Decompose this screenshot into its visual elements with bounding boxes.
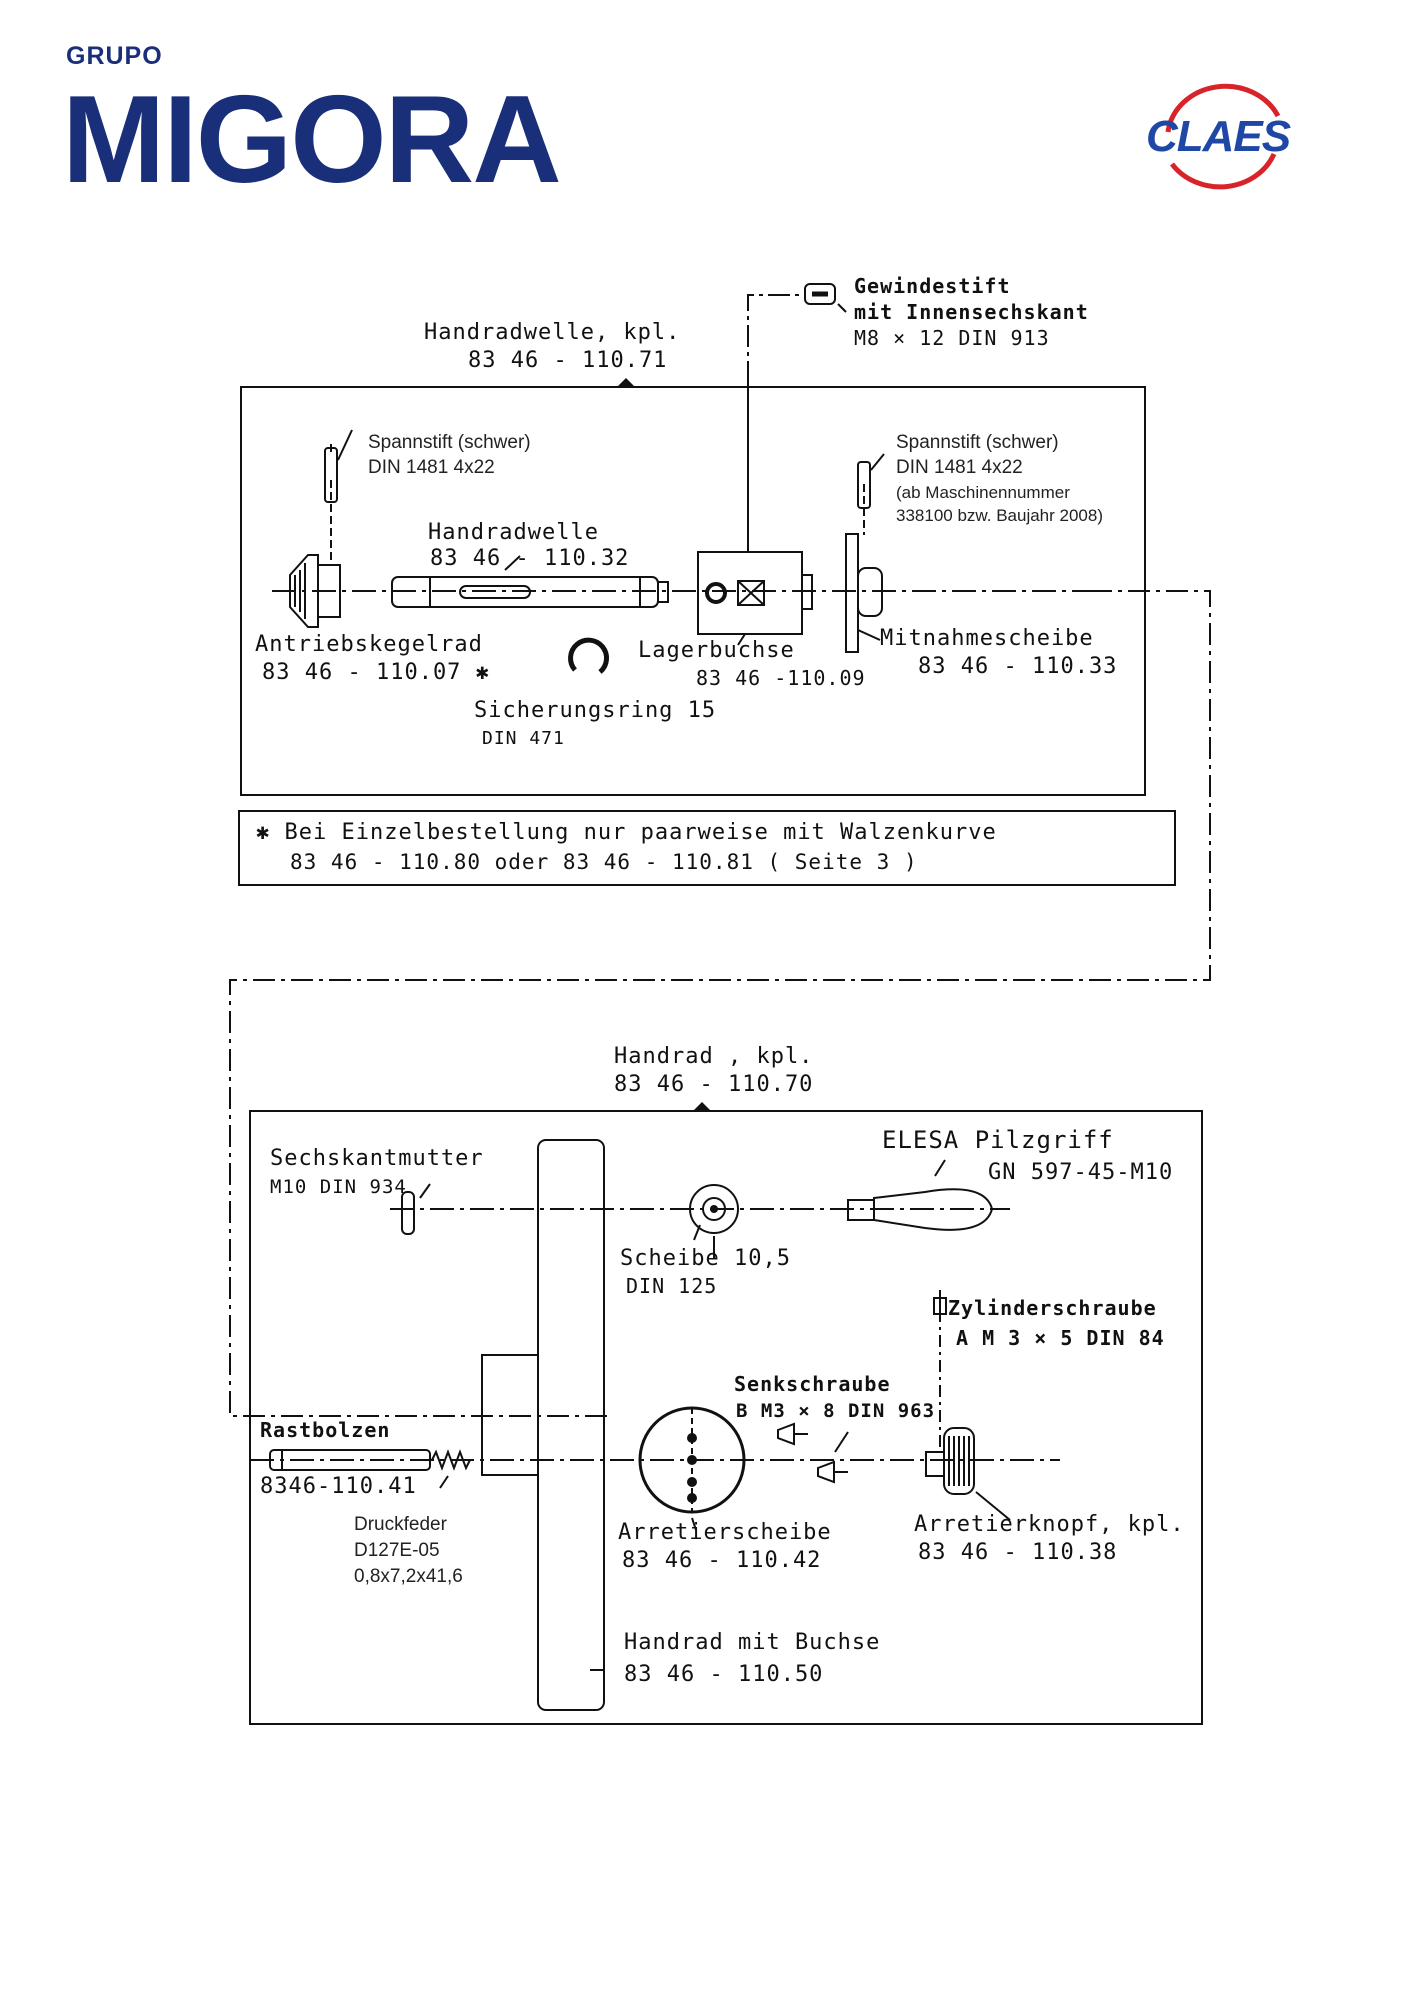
label-mitnahmescheibe: Mitnahmescheibe [880,626,1094,651]
label-arretierscheibe: Arretierscheibe [618,1520,832,1545]
label-lagerbuchse: Lagerbuchse [638,638,795,663]
label-pilzgriff-spec: GN 597-45-M10 [988,1160,1174,1185]
label-sicherungsring: Sicherungsring 15 [474,698,717,723]
brand-logo-migora: MIGORA [62,71,562,209]
label-rastbolzen: Rastbolzen [260,1418,391,1442]
label-zylinderschraube: Zylinderschraube [948,1296,1157,1320]
label-gewindestift-line2: mit Innensechskant [854,300,1089,324]
label-handrad-buchse: Handrad mit Buchse [624,1630,881,1655]
order-note-box [238,810,1176,886]
label-spannstift-right: Spannstift (schwer) [896,432,1059,453]
label-arretierscheibe-number: 83 46 - 110.42 [622,1548,822,1573]
label-spannstift-right-note1: (ab Maschinennummer [896,483,1070,502]
assembly-number-handradwelle: 83 46 - 110.71 [468,348,668,373]
label-sechskantmutter: Sechskantmutter [270,1146,484,1171]
label-lagerbuchse-number: 83 46 -110.09 [696,666,866,690]
brand-group-label: GRUPO [66,42,163,70]
claes-logo-ring-icon [1165,83,1281,190]
label-gewindestift-spec: M8 × 12 DIN 913 [854,326,1050,350]
label-mitnahmescheibe-number: 83 46 - 110.33 [918,654,1118,679]
assembly-number-handrad: 83 46 - 110.70 [614,1072,814,1097]
label-senkschraube: Senkschraube [734,1372,891,1396]
label-handrad-buchse-number: 83 46 - 110.50 [624,1662,824,1687]
order-note-numbers: 83 46 - 110.80 oder 83 46 - 110.81 ( Sei… [290,850,918,874]
label-antriebskegelrad: Antriebskegelrad [255,632,483,657]
label-spannstift-left: Spannstift (schwer) [368,432,531,453]
assembly-frame-handradwelle [240,386,1146,796]
label-sechskantmutter-spec: M10 DIN 934 [270,1176,407,1198]
label-sicherungsring-din: DIN 471 [482,728,565,749]
assembly-title-handrad: Handrad , kpl. [614,1044,814,1069]
label-pilzgriff: ELESA Pilzgriff [882,1126,1114,1154]
label-antriebskegelrad-number: 83 46 - 110.07 ✱ [262,660,490,685]
label-druckfeder-size: 0,8x7,2x41,6 [354,1566,463,1587]
assembly-title-handradwelle: Handradwelle, kpl. [424,320,681,345]
label-arretierknopf-number: 83 46 - 110.38 [918,1540,1118,1565]
label-arretierknopf: Arretierknopf, kpl. [914,1512,1185,1537]
label-scheibe-din: DIN 125 [626,1274,718,1298]
label-spannstift-left-spec: DIN 1481 4x22 [368,457,495,478]
label-druckfeder-code: D127E-05 [354,1540,440,1561]
partner-logo-claes: CLAES [1146,112,1291,161]
label-spannstift-right-note2: 338100 bzw. Baujahr 2008) [896,506,1103,525]
label-senkschraube-spec: B M3 × 8 DIN 963 [736,1400,936,1422]
order-note-text: ✱ Bei Einzelbestellung nur paarweise mit… [256,820,997,845]
label-handradwelle: Handradwelle [428,520,599,545]
label-scheibe: Scheibe 10,5 [620,1246,791,1271]
label-rastbolzen-number: 8346-110.41 [260,1474,417,1499]
label-zylinderschraube-spec: A M 3 × 5 DIN 84 [956,1326,1165,1350]
label-gewindestift: Gewindestift [854,274,1011,298]
label-druckfeder: Druckfeder [354,1514,447,1535]
label-handradwelle-number: 83 46 - 110.32 [430,546,630,571]
label-spannstift-right-spec: DIN 1481 4x22 [896,457,1023,478]
assembly-frame-handrad [249,1110,1203,1725]
